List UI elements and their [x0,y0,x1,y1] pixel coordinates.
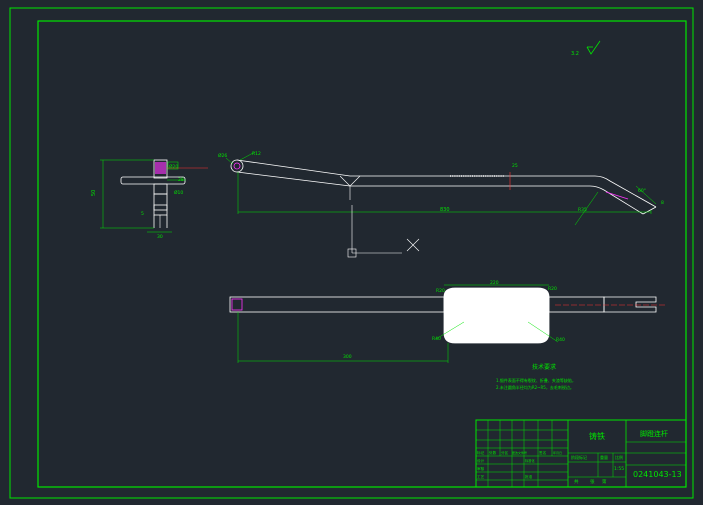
top-dim-overall: 300 [343,354,352,360]
tb-process: 工艺 [477,474,485,479]
tb-sheet-total: 共 [574,478,579,485]
inner-frame [37,20,687,488]
tb-part-name: 脚蹬连杆 [640,429,668,438]
tb-design: 设计 [477,458,485,463]
tb-rev-doc: 更改文件号 [512,450,527,455]
side-dim-end-small: 8 [661,200,664,206]
ucs-icon [347,205,420,258]
side-dim-length: 830 [440,207,450,213]
end-dim-side: Ø10 [174,189,183,196]
tb-drawing-no: 0241043-13 [633,470,682,479]
tb-stage-label: 阶段标记 [571,454,587,460]
top-dim-r-left: R20 [436,288,445,294]
tb-rev-mark: 标记 [477,450,485,455]
roughness-value: 3.2 [571,51,579,57]
tb-sheet-no: 第 [602,478,607,485]
title-block [475,419,687,488]
top-view: 300 220 R20 R20 R40 R40 [229,280,665,363]
side-dim-end-width: 25 [512,163,518,169]
tb-rev-count: 处数 [489,450,497,455]
title-block-text: 铸铁 脚蹬连杆 0241043-13 阶段标记 重量 比例 1:55 共 张 第… [477,429,682,485]
side-dim-end-angle: 60° [638,188,646,194]
tb-rev-zone: 分区 [501,450,509,455]
side-dim-dia-left: Ø26 [218,152,227,159]
notes-title: 技术要求 [532,363,556,371]
tb-rev-date: 年月日 [553,450,562,455]
notes-line-2: 2.未注圆角半径均为R2~R5，去毛刺锐边。 [496,384,574,390]
roughness-symbol: 3.2 [571,40,601,57]
top-dim-center: 220 [490,280,499,286]
tb-scale: 1:55 [614,466,624,472]
outer-frame [9,7,694,499]
tb-sheet-label: 张 [590,478,595,485]
side-view: 830 Ø26 R12 25 R35 60° 8 [218,151,664,226]
tb-weight-label: 重量 [600,454,608,460]
side-dim-r: R12 [252,151,261,157]
tb-approve: 批准 [525,474,533,479]
top-dim-r-right: R20 [548,286,557,292]
side-dim-bend-r: R35 [578,207,587,213]
end-dim-small: 5 [141,211,144,217]
top-dim-r-bl: R40 [432,336,441,342]
end-view: 50 Ø20 28 Ø10 5 30 [91,159,208,240]
end-dim-width: 28 [178,177,184,183]
end-dim-bottom: 30 [157,234,163,240]
top-dim-r-br: R40 [556,337,565,343]
end-dim-top: Ø20 [169,163,178,170]
tb-standardize: 标准化 [525,458,535,463]
end-dim-height: 50 [91,190,97,196]
tb-material: 铸铁 [589,431,605,441]
tb-rev-sign: 签名 [539,450,547,455]
tb-review: 审核 [477,466,485,471]
tb-scale-label: 比例 [615,454,623,460]
notes-line-1: 1.锻件表面不得有裂纹、折叠、夹渣等缺陷， [496,377,576,383]
technical-notes: 技术要求 1.锻件表面不得有裂纹、折叠、夹渣等缺陷， 2.未注圆角半径均为R2~… [496,363,576,390]
